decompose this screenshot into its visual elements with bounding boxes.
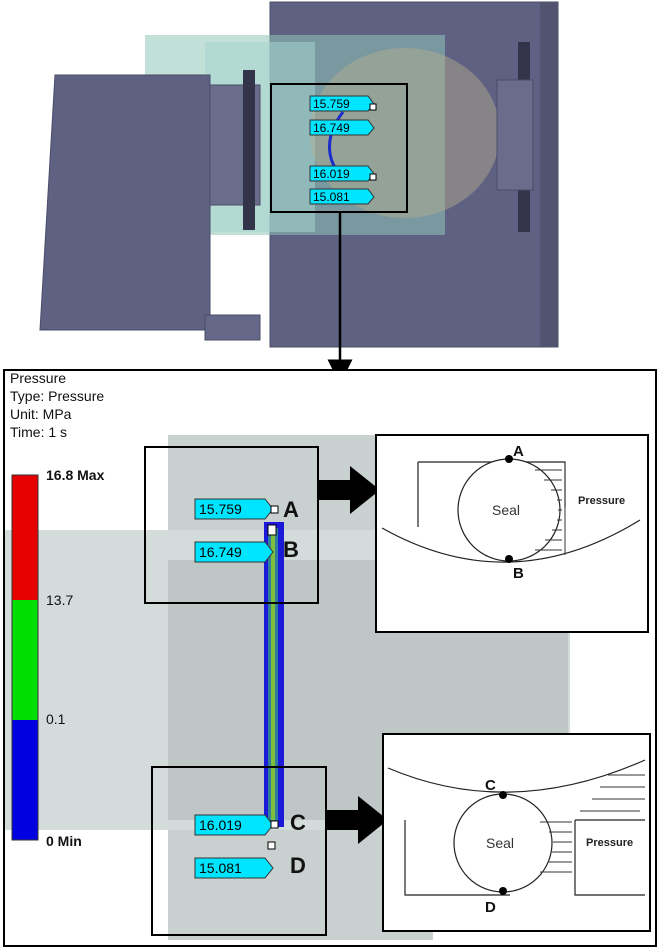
probe-d: 15.081 D xyxy=(194,841,306,879)
detail-bottom-seal: Seal xyxy=(486,835,514,851)
colorbar-blue xyxy=(12,720,38,840)
callout-bottom-box xyxy=(151,766,327,936)
top-probe-4: 15.081 xyxy=(309,188,375,205)
main-panel: Pressure Type: Pressure Unit: MPa Time: … xyxy=(3,369,657,947)
colorbar: 16.8 Max 13.7 0.1 0 Min xyxy=(11,467,105,849)
legend-time: Time: 1 s xyxy=(10,424,67,440)
top-probe-marker-1 xyxy=(369,103,377,111)
legend-title: Pressure xyxy=(10,370,66,386)
svg-text:16.749: 16.749 xyxy=(199,544,242,560)
model-left-block xyxy=(39,74,211,331)
svg-text:15.081: 15.081 xyxy=(199,860,242,876)
detail-top-b: B xyxy=(513,565,524,582)
top-probe-1: 15.759 xyxy=(309,95,375,112)
colorbar-green xyxy=(12,600,38,720)
colorbar-min-label: 0 Min xyxy=(46,833,82,849)
detail-bottom-c: C xyxy=(485,777,496,794)
colorbar-max-label: 16.8 Max xyxy=(46,467,105,483)
detail-top-a: A xyxy=(513,443,524,460)
svg-text:16.749: 16.749 xyxy=(313,121,350,135)
svg-text:16.019: 16.019 xyxy=(313,167,350,181)
label-a: A xyxy=(283,497,299,522)
arrow-to-detail-bottom xyxy=(326,796,388,844)
top-probe-3: 16.019 xyxy=(309,165,375,182)
legend-unit: Unit: MPa xyxy=(10,406,72,422)
seal-strip xyxy=(264,522,284,827)
label-d: D xyxy=(290,853,306,878)
detail-bottom-d: D xyxy=(485,899,496,916)
legend-type: Type: Pressure xyxy=(10,388,104,404)
probe-a: 15.759 A xyxy=(194,497,299,522)
label-c: C xyxy=(290,810,306,835)
svg-text:15.759: 15.759 xyxy=(313,97,350,111)
model-right-block-edge xyxy=(540,2,558,347)
label-b: B xyxy=(283,537,299,562)
top-probe-marker-2 xyxy=(369,173,377,181)
model-left-slot xyxy=(243,70,255,230)
svg-text:15.081: 15.081 xyxy=(313,190,350,204)
detail-top: Seal Pressure A B xyxy=(375,434,649,633)
detail-top-pressure: Pressure xyxy=(578,495,625,507)
model-right-tab xyxy=(496,79,534,191)
svg-text:16.019: 16.019 xyxy=(199,817,242,833)
arrow-to-detail-top xyxy=(318,466,380,514)
probe-b: 16.749 B xyxy=(194,537,299,563)
colorbar-low-label: 0.1 xyxy=(46,711,66,727)
top-probe-2: 16.749 xyxy=(309,119,375,136)
model-left-step xyxy=(204,314,261,341)
svg-text:15.759: 15.759 xyxy=(199,501,242,517)
callout-top-box xyxy=(144,446,319,604)
detail-bottom: Seal Pressure C D xyxy=(382,733,651,932)
colorbar-high-label: 13.7 xyxy=(46,592,73,608)
detail-top-seal: Seal xyxy=(492,502,520,518)
detail-bottom-pressure: Pressure xyxy=(586,837,633,849)
top-model-view: 15.759 16.749 16.019 15.081 xyxy=(39,1,559,348)
probe-c: 16.019 C xyxy=(194,810,306,836)
colorbar-red xyxy=(12,475,38,600)
